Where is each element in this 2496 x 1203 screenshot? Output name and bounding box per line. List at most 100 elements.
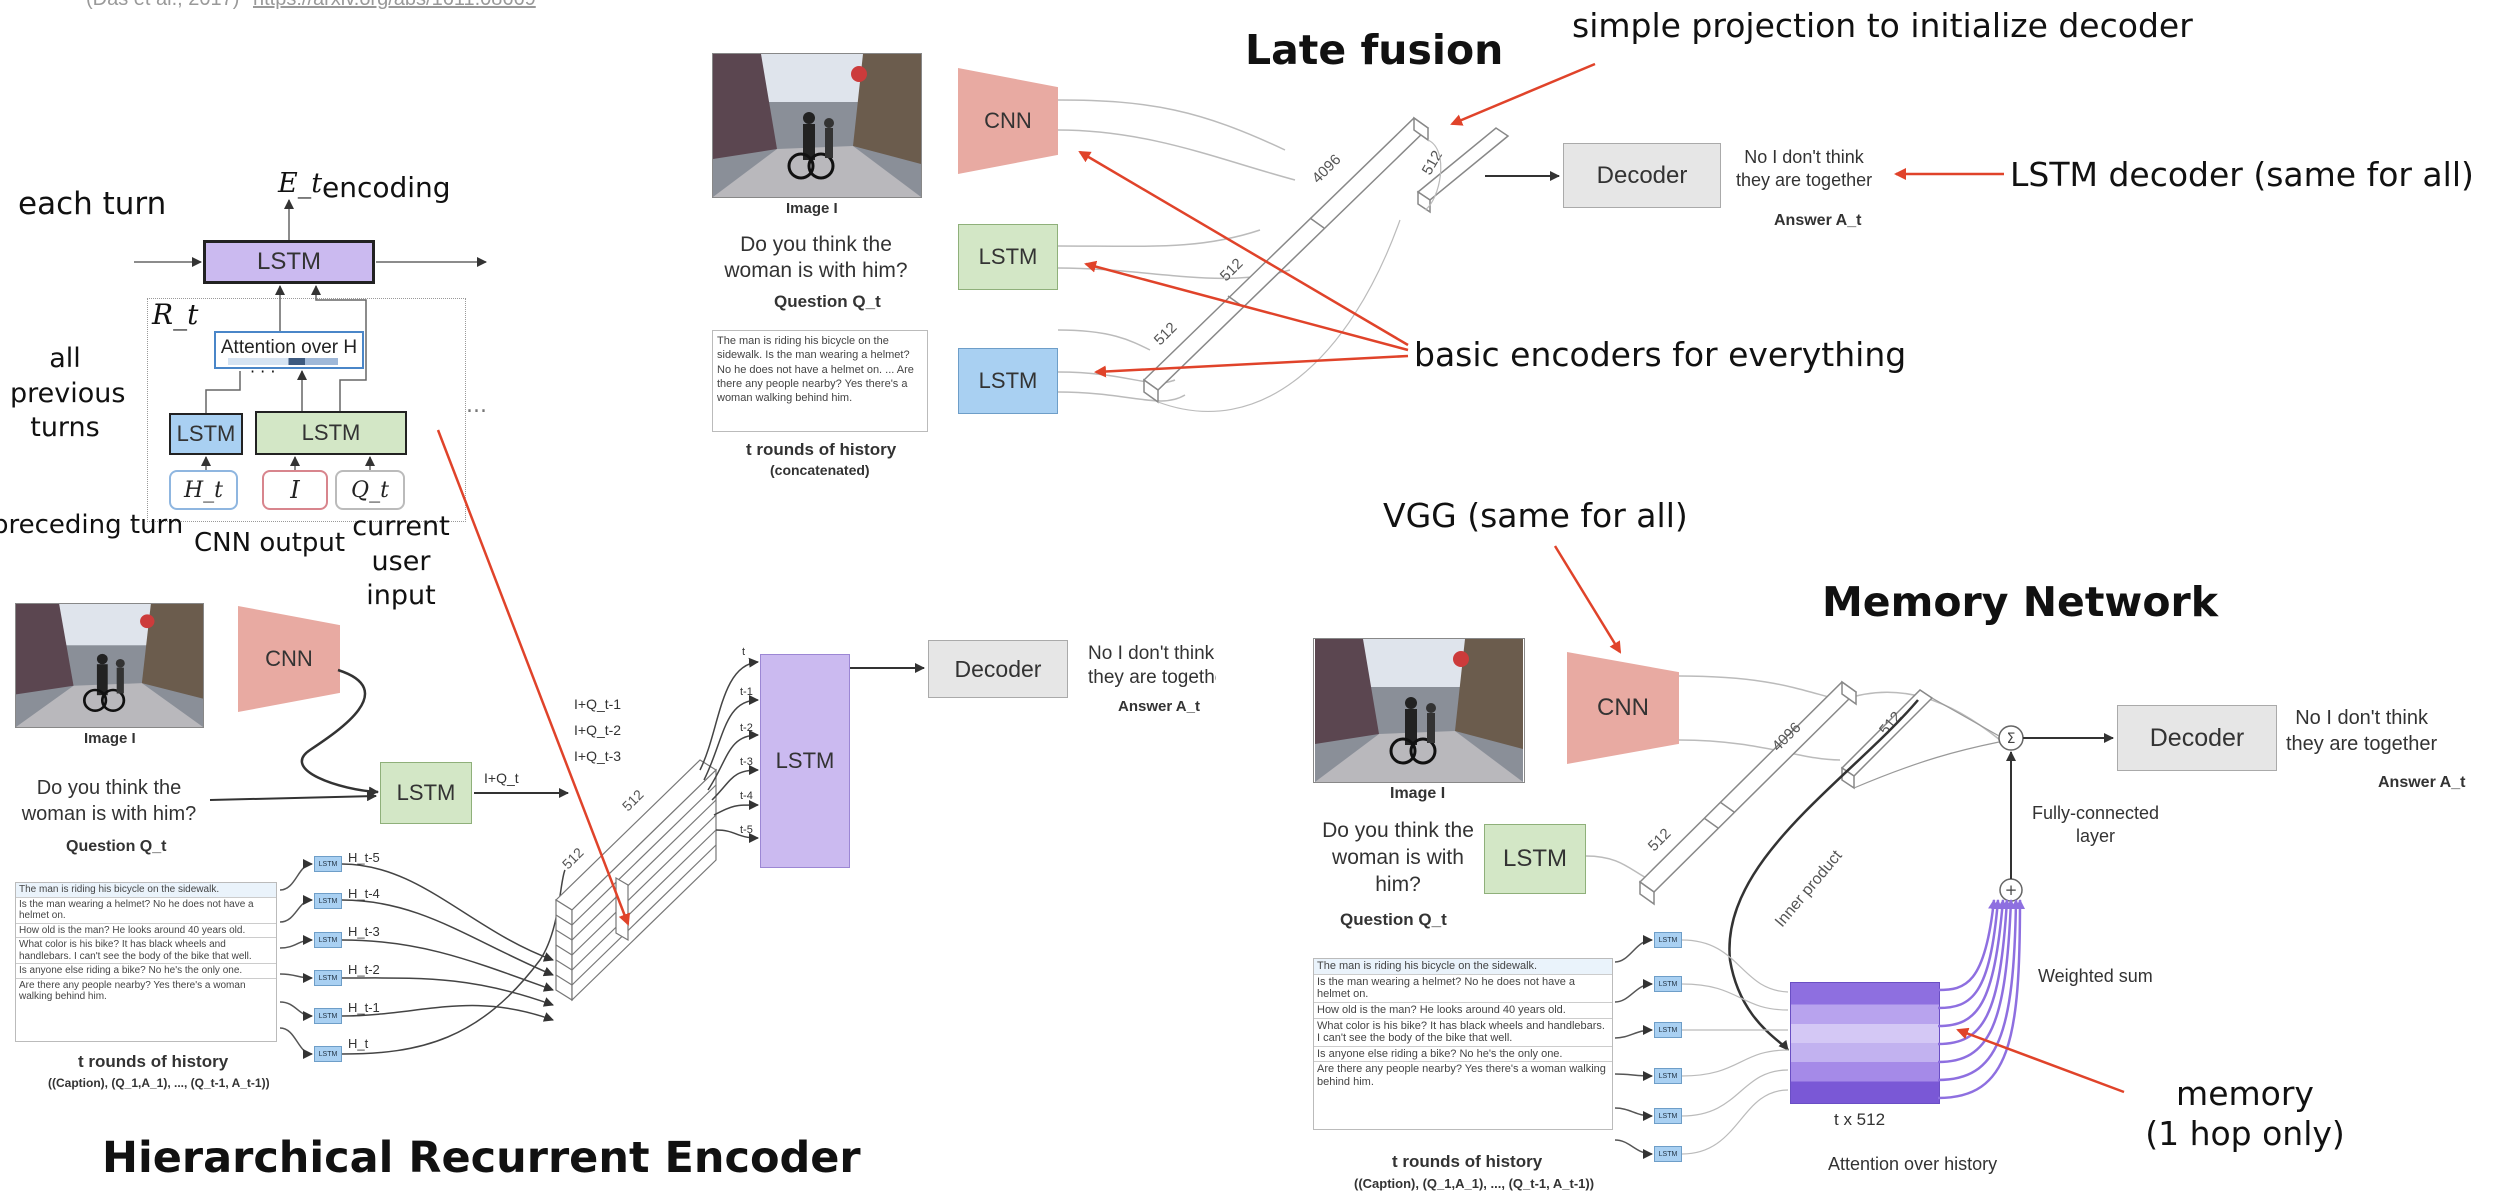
q-t-input-box: Q_t [335,470,405,510]
t-x-512-label: t x 512 [1834,1110,1886,1129]
memory-history-row-3: What color is his bike? It has black whe… [1314,1019,1612,1047]
hre-image [15,603,204,728]
sum-symbol: Σ [2007,731,2016,747]
memory-network-title: Memory Network [1822,578,2218,626]
late-fusion-dim-4096: 4096 [1309,151,1345,187]
hre-dialog-lstm: LSTM [760,654,850,868]
street-scene-icon [1315,639,1523,782]
hre-iq-t3: I+Q_t-3 [574,748,622,764]
memory-question: Do you think the woman is with him? [1322,819,1474,896]
memory-answer-line2: they are together [2286,732,2438,755]
memory-history-row-1: Is the man wearing a helmet? No he does … [1314,975,1612,1003]
attention-over-h-label: Attention over H [220,337,358,358]
late-fusion-cnn: CNN [958,68,1058,174]
hre-step-1: t-1 [740,686,753,698]
memory-mini-lstm-0: LSTM [1654,932,1682,948]
hre-mini-lstm-5: LSTM [314,1046,342,1062]
late-fusion-dim-512a: 512 [1217,255,1247,285]
hre-answer-label: Answer A_t [1118,698,1200,715]
late-fusion-answer-line1: No I don't think [1744,147,1864,167]
hre-title: Hierarchical Recurrent Encoder [102,1133,861,1183]
memory-history-row-0: The man is riding his bicycle on the sid… [1314,959,1612,975]
memory-cnn: CNN [1567,652,1679,764]
i-input-box: I [262,470,328,510]
late-fusion-question-lstm: LSTM [958,224,1058,290]
late-fusion-dim-512b: 512 [1151,319,1181,349]
memory-network-image [1313,638,1525,783]
hre-answer: No I don't think they are together [1088,642,1216,691]
memory-t-rounds: t rounds of history [1392,1152,1543,1171]
hre-detail-ellipsis: ... [466,393,487,418]
memory-dim-512a: 512 [1645,825,1675,855]
late-fusion-image-label: Image I [786,200,838,217]
memory-answer-line1: No I don't think [2295,707,2428,729]
attention-dots: · · · [250,362,276,381]
late-fusion-t-rounds: t rounds of history [746,440,897,459]
annotation-preceding-turn: preceding turn [0,510,184,540]
q-t-input-label: Q_t [351,477,389,503]
attention-bar [228,358,338,365]
hre-dim-512a: 512 [559,844,587,872]
late-fusion-answer: No I don't think they are together [1736,146,1872,193]
annotation-memory-line2: (1 hop only) [2145,1113,2345,1153]
annotation-current-user-input: current user input [342,510,460,614]
late-fusion-history-lstm-label: LSTM [978,368,1038,393]
hre-history-row-5: Are there any people nearby? Yes there's… [19,979,246,1003]
memory-question-lstm: LSTM [1484,824,1586,894]
hre-detail-input-lstm: LSTM [255,411,407,455]
late-fusion-decoder-label: Decoder [1596,161,1688,189]
late-fusion-history-box: The man is riding his bicycle on the sid… [712,330,928,432]
late-fusion-history-text: The man is riding his bicycle on the sid… [717,335,914,405]
hre-h-label-0: H_t-5 [348,850,380,865]
memory-block [1790,982,1940,1104]
memory-history-row-5: Are there any people nearby? Yes there's… [1317,1063,1606,1089]
all-previous-line3: turns [30,412,100,444]
memory-question-label: Question Q_t [1340,910,1447,929]
annotation-lstm-decoder: LSTM decoder (same for all) [2010,155,2474,194]
hre-step-3: t-3 [740,756,753,768]
hre-t-rounds: t rounds of history [78,1052,229,1071]
memory-mini-lstm-4: LSTM [1654,1108,1682,1124]
attention-over-history-label: Attention over history [1828,1154,1998,1174]
r-t-region [147,298,466,522]
annotation-vgg: VGG (same for all) [1383,496,1688,535]
memory-image-label: Image I [1390,785,1446,802]
current-line2: user [371,545,431,577]
fully-connected-label: Fully-connected layer [2032,802,2159,849]
hre-answer-line2: they are together [1088,667,1216,689]
hre-history-row-4: Is anyone else riding a bike? No he's th… [16,964,276,979]
hre-detail-top-lstm: LSTM [203,240,375,284]
hre-detail-top-lstm-label: LSTM [256,248,321,275]
memory-history-row-2: How old is the man? He looks around 40 y… [1314,1003,1612,1019]
fully-connected-line1: Fully-connected [2032,803,2160,823]
hre-iq-t: I+Q_t [484,770,519,786]
all-previous-line2: previous [10,377,126,409]
hre-iq-t2: I+Q_t-2 [574,722,622,738]
memory-mini-lstm-3: LSTM [1654,1068,1682,1084]
late-fusion-concatenated: (concatenated) [770,462,870,478]
formula-r-t: R_t [152,298,199,331]
memory-cnn-label: CNN [1597,694,1649,721]
hre-h-label-1: H_t-4 [348,886,380,901]
hre-history-row-0: The man is riding his bicycle on the sid… [16,883,276,898]
i-input-label: I [290,476,300,504]
citation: (Das et al., 2017) https://arxiv.org/abs… [86,0,536,11]
late-fusion-question-lstm-label: LSTM [978,244,1038,269]
formula-e-t: E_t [278,168,323,199]
citation-text: (Das et al., 2017) [86,0,239,10]
h-t-input-box: H_t [169,470,238,510]
memory-caption-tuple: ((Caption), (Q_1,A_1), ..., (Q_t-1, A_t-… [1354,1176,1595,1191]
memory-history-table: The man is riding his bicycle on the sid… [1313,958,1613,1130]
hre-h-label-5: H_t [348,1036,369,1051]
current-line3: input [366,580,436,612]
hre-mini-lstm-3: LSTM [314,970,342,986]
hre-question-label: Question Q_t [66,838,167,855]
hre-dim-512b: 512 [619,786,647,814]
plus-symbol: + [2005,881,2018,899]
hre-decoder-label: Decoder [954,655,1042,682]
annotation-simple-projection: simple projection to initialize decoder [1572,6,2193,45]
citation-link[interactable]: https://arxiv.org/abs/1611.08669 [253,0,536,10]
annotation-each-turn: each turn [18,186,167,222]
annotation-cnn-output: CNN output [194,528,346,558]
